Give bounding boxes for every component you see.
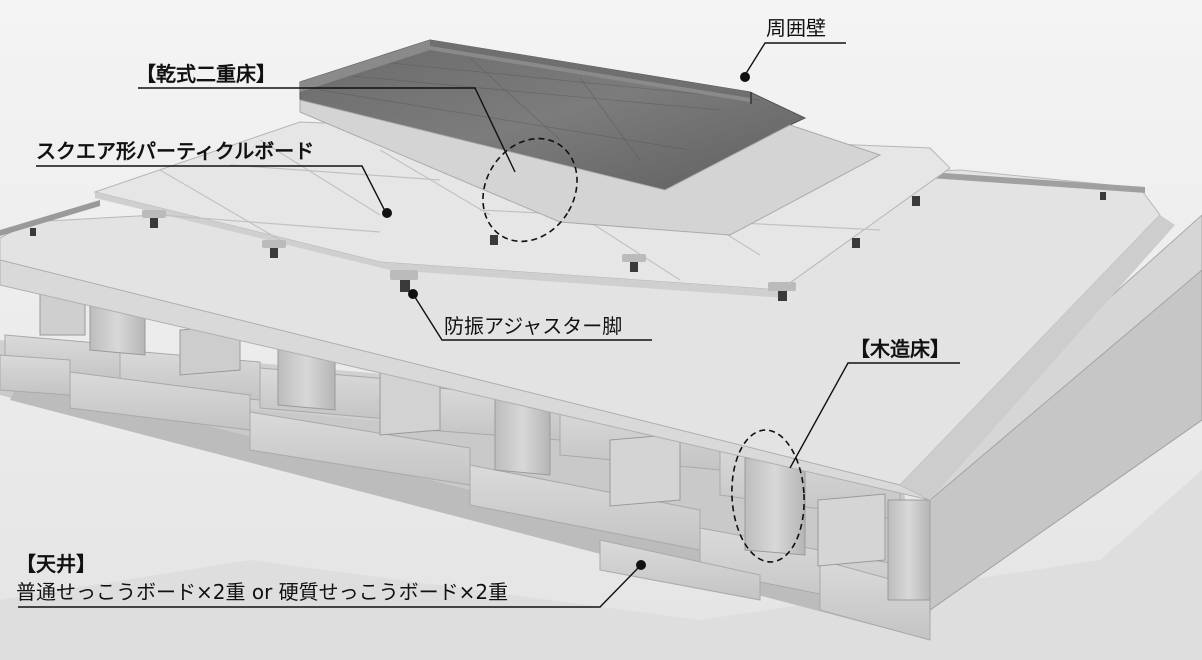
label-square-particle-board: スクエア形パーティクルボード bbox=[36, 139, 315, 163]
label-dry-double-floor: 【乾式二重床】 bbox=[136, 62, 276, 86]
leader-dots bbox=[382, 72, 750, 570]
subfloor-board bbox=[0, 169, 1175, 501]
adjuster-feet bbox=[30, 192, 1106, 301]
leader-lines bbox=[18, 42, 960, 608]
label-ceiling-title: 【天井】 bbox=[16, 552, 96, 576]
surrounding-wall bbox=[300, 40, 752, 104]
highlight-ellipses bbox=[482, 137, 805, 563]
label-surrounding-wall: 周囲壁 bbox=[766, 16, 826, 40]
label-anti-vibration-adjuster: 防振アジャスター脚 bbox=[444, 314, 623, 338]
label-ceiling-spec: 普通せっこうボード×2重 or 硬質せっこうボード×2重 bbox=[16, 580, 509, 604]
label-wooden-floor: 【木造床】 bbox=[850, 337, 950, 361]
dry-double-floor bbox=[30, 39, 1106, 301]
